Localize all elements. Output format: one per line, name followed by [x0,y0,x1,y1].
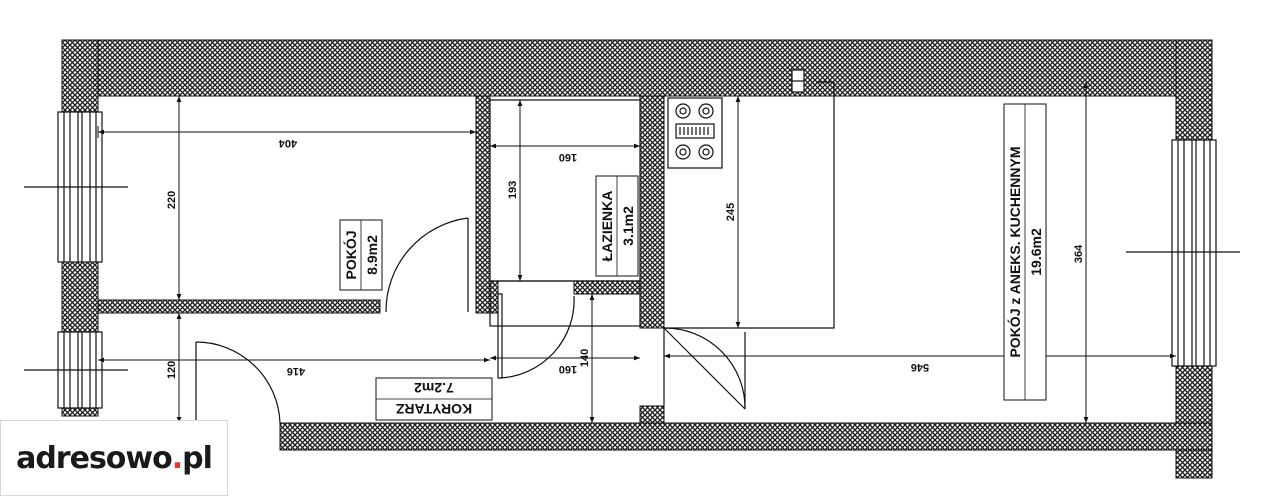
label-main-room: POKÓJ z ANEKS. KUCHENNYM 19.6m2 [1003,103,1047,401]
door-entrance [195,341,281,424]
logo-dot: . [171,440,183,476]
dim-main-room-width: 546 [911,361,929,373]
room-area-pokoj: 8.9m2 [364,235,380,275]
dim-passage-height: 140 [579,349,591,367]
brand-logo: adresowo.pl [0,420,228,496]
window-left-bottom [24,331,128,409]
door-lazienka [497,293,575,379]
room-area-korytarz: 7.2m2 [414,380,454,396]
dim-lazienka-width: 160 [559,151,577,163]
dim-lazienka-height: 193 [507,181,519,199]
room-area-lazienka: 3.1m2 [620,206,636,246]
logo-brand: adresowo [16,440,173,476]
dim-korytarz-height: 120 [166,361,178,379]
room-outlines [489,81,835,406]
door-pokoj [385,217,469,313]
label-lazienka: ŁAZIENKA 3.1m2 [595,175,639,277]
room-area-main: 19.6m2 [1028,228,1044,276]
dim-kitchen-height: 245 [725,203,737,221]
stove-icon [667,97,723,169]
logo-tld: pl [182,440,213,476]
dim-passage-width: 160 [559,363,577,375]
label-pokoj: POKÓJ 8.9m2 [339,219,383,291]
chimney-icon [791,69,805,93]
dim-korytarz-width: 416 [287,365,305,377]
logo-text: adresowo.pl [16,440,213,476]
dim-main-room-height: 364 [1073,244,1085,263]
dim-pokoj-height: 220 [166,191,178,209]
dimension-lines [97,82,1176,423]
room-name-korytarz: KORYTARZ [395,401,472,417]
interior-walls [97,95,665,424]
dim-pokoj-width: 404 [278,137,297,149]
window-left-top [24,111,128,263]
door-main-room [663,327,746,410]
room-name-pokoj: POKÓJ [342,230,359,279]
window-right [1126,139,1240,367]
room-name-lazienka: ŁAZIENKA [599,191,615,262]
room-name-main: POKÓJ z ANEKS. KUCHENNYM [1006,146,1023,357]
label-korytarz: KORYTARZ 7.2m2 [375,377,493,421]
